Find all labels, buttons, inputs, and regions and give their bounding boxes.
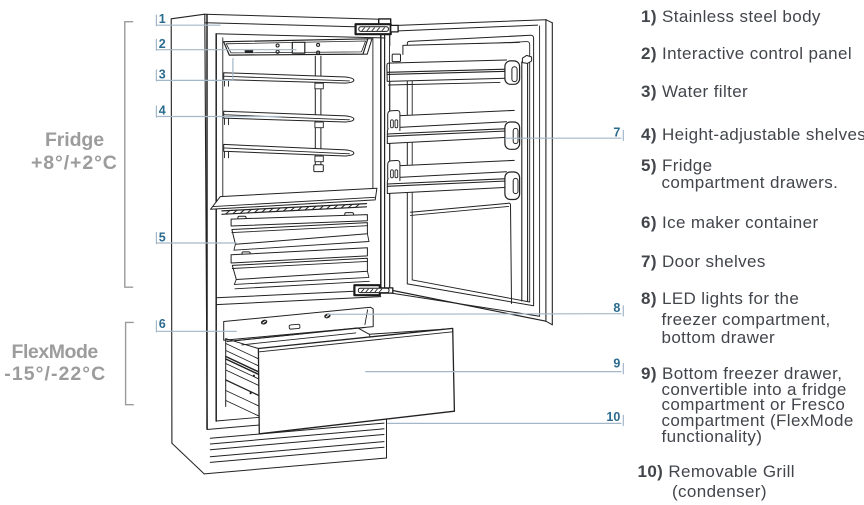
svg-text:4: 4 xyxy=(159,103,166,117)
svg-text:8: 8 xyxy=(613,301,620,315)
svg-text:6: 6 xyxy=(159,317,166,331)
svg-text:9: 9 xyxy=(613,357,620,371)
svg-text:2: 2 xyxy=(159,37,166,51)
svg-text:7: 7 xyxy=(613,126,620,140)
svg-text:5: 5 xyxy=(159,231,166,245)
svg-text:1: 1 xyxy=(159,12,166,26)
svg-text:3: 3 xyxy=(159,68,166,82)
svg-text:10: 10 xyxy=(606,410,620,424)
